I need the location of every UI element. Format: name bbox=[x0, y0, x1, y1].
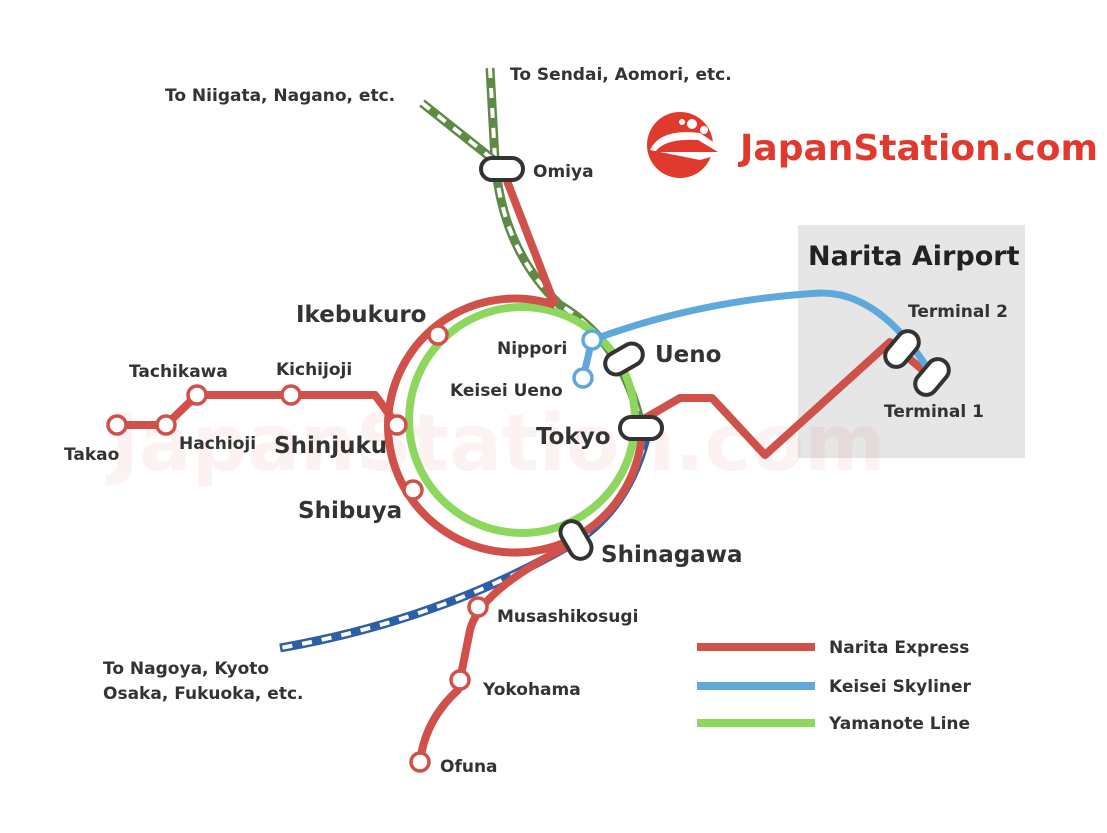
label-musashikosugi: Musashikosugi bbox=[497, 607, 638, 627]
station-omiya[interactable] bbox=[479, 156, 525, 182]
station-yokohama[interactable] bbox=[449, 669, 471, 691]
label-kichijoji: Kichijoji bbox=[276, 360, 352, 380]
label-nippori: Nippori bbox=[497, 339, 567, 359]
label-to-sendai: To Sendai, Aomori, etc. bbox=[510, 65, 732, 85]
label-yokohama: Yokohama bbox=[482, 680, 581, 700]
label-to-niigata: To Niigata, Nagano, etc. bbox=[165, 86, 395, 106]
label-shinjuku: Shinjuku bbox=[274, 433, 387, 459]
label-omiya: Omiya bbox=[533, 162, 594, 182]
label-shinagawa: Shinagawa bbox=[601, 542, 742, 568]
station-terminal-1[interactable] bbox=[911, 355, 954, 400]
label-hachioji: Hachioji bbox=[179, 434, 256, 454]
legend-label-narita-express: Narita Express bbox=[829, 638, 969, 658]
label-ikebukuro: Ikebukuro bbox=[296, 302, 427, 328]
station-kichijoji[interactable] bbox=[280, 384, 302, 406]
station-shibuya[interactable] bbox=[402, 479, 424, 501]
label-tachikawa: Tachikawa bbox=[129, 362, 228, 382]
label-ofuna: Ofuna bbox=[440, 757, 498, 777]
label-takao: Takao bbox=[64, 445, 119, 465]
station-shinjuku[interactable] bbox=[386, 414, 408, 436]
label-to-osaka: Osaka, Fukuoka, etc. bbox=[103, 684, 304, 704]
station-tokyo[interactable] bbox=[618, 415, 664, 441]
label-ueno: Ueno bbox=[655, 342, 721, 368]
station-ikebukuro[interactable] bbox=[427, 324, 449, 346]
station-nippori[interactable] bbox=[581, 329, 603, 351]
station-terminal-2[interactable] bbox=[881, 327, 924, 372]
station-shinagawa[interactable] bbox=[556, 517, 595, 563]
label-shibuya: Shibuya bbox=[298, 498, 402, 524]
label-terminal-2: Terminal 2 bbox=[908, 302, 1008, 322]
station-tachikawa[interactable] bbox=[186, 384, 208, 406]
station-musashikosugi[interactable] bbox=[467, 596, 489, 618]
label-to-nagoya: To Nagoya, Kyoto bbox=[103, 659, 269, 679]
station-ueno[interactable] bbox=[601, 339, 647, 378]
station-ofuna[interactable] bbox=[409, 751, 431, 773]
narita-airport-title: Narita Airport bbox=[808, 241, 1020, 272]
label-tokyo: Tokyo bbox=[536, 424, 611, 450]
legend-label-keisei-skyliner: Keisei Skyliner bbox=[829, 677, 972, 697]
label-keisei-ueno: Keisei Ueno bbox=[450, 381, 563, 401]
keisei-skyliner-line bbox=[579, 289, 933, 379]
legend-label-yamanote: Yamanote Line bbox=[828, 714, 970, 734]
station-takao[interactable] bbox=[106, 414, 128, 436]
label-terminal-1: Terminal 1 bbox=[884, 402, 984, 422]
logo-text: JapanStation.com bbox=[737, 128, 1098, 169]
station-keisei-ueno[interactable] bbox=[572, 367, 594, 389]
japanstation-logo: JapanStation.com bbox=[647, 112, 1098, 178]
station-hachioji[interactable] bbox=[155, 414, 177, 436]
legend: Narita Express Keisei Skyliner Yamanote … bbox=[697, 638, 972, 734]
